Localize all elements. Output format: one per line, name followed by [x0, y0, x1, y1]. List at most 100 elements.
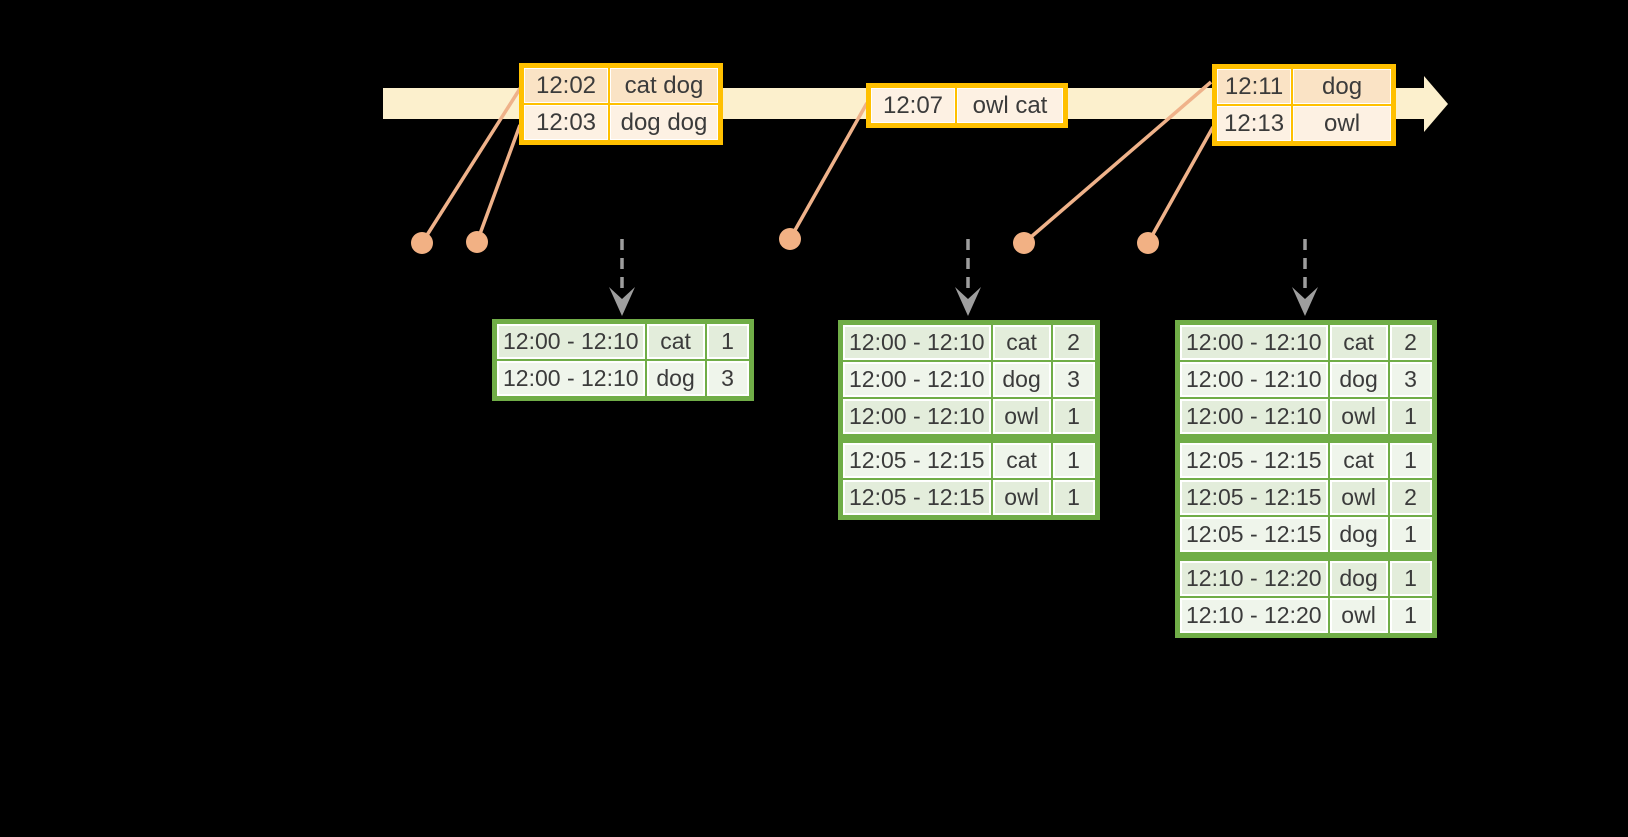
word-cell: dog: [646, 361, 705, 396]
result-table-3: 12:00 - 12:10 cat 2 12:00 - 12:10 dog 3 …: [1175, 320, 1437, 638]
count-cell: 1: [1052, 443, 1095, 478]
event-dot-icon: [411, 232, 433, 254]
result-row: 12:00 - 12:10 dog 3: [843, 362, 1095, 397]
event-link-line: [475, 124, 522, 243]
count-cell: 2: [1052, 325, 1095, 360]
event-time-cell: 12:07: [871, 88, 955, 123]
window-group: 12:10 - 12:20 dog 1 12:10 - 12:20 owl 1: [1178, 559, 1434, 635]
event-table-2: 12:07 owl cat: [866, 83, 1068, 128]
count-cell: 1: [1052, 480, 1095, 515]
window-cell: 12:00 - 12:10: [497, 324, 645, 359]
count-cell: 1: [1389, 598, 1432, 633]
trigger-down-arrow-icon: [1292, 239, 1318, 316]
result-row: 12:00 - 12:10 cat 2: [1180, 325, 1432, 360]
word-cell: cat: [646, 324, 705, 359]
result-table-2: 12:00 - 12:10 cat 2 12:00 - 12:10 dog 3 …: [838, 320, 1100, 520]
count-cell: 1: [1389, 443, 1432, 478]
event-time-cell: 12:02: [524, 68, 608, 103]
result-row: 12:00 - 12:10 dog 3: [1180, 362, 1432, 397]
window-cell: 12:00 - 12:10: [497, 361, 645, 396]
result-row: 12:05 - 12:15 owl 1: [843, 480, 1095, 515]
word-cell: dog: [992, 362, 1051, 397]
result-row: 12:00 - 12:10 dog 3: [497, 361, 749, 396]
event-link-line: [1146, 126, 1215, 244]
result-row: 12:00 - 12:10 owl 1: [843, 399, 1095, 434]
result-row: 12:10 - 12:20 dog 1: [1180, 561, 1432, 596]
window-cell: 12:05 - 12:15: [843, 480, 991, 515]
word-cell: owl: [1329, 480, 1388, 515]
word-cell: dog: [1329, 362, 1388, 397]
event-words-cell: cat dog: [610, 68, 718, 103]
window-group: 12:00 - 12:10 cat 1 12:00 - 12:10 dog 3: [495, 322, 751, 398]
result-row: 12:00 - 12:10 owl 1: [1180, 399, 1432, 434]
trigger-down-arrow-icon: [609, 239, 635, 316]
window-cell: 12:00 - 12:10: [1180, 362, 1328, 397]
window-cell: 12:00 - 12:10: [1180, 399, 1328, 434]
window-cell: 12:05 - 12:15: [1180, 517, 1328, 552]
event-words-cell: owl: [1293, 106, 1392, 141]
window-cell: 12:10 - 12:20: [1180, 561, 1328, 596]
window-cell: 12:05 - 12:15: [843, 443, 991, 478]
result-row: 12:05 - 12:15 owl 2: [1180, 480, 1432, 515]
window-group: 12:05 - 12:15 cat 1 12:05 - 12:15 owl 1: [841, 441, 1097, 517]
result-row: 12:00 - 12:10 cat 1: [497, 324, 749, 359]
trigger-down-arrow-icon: [955, 239, 981, 316]
word-cell: owl: [992, 399, 1051, 434]
timeline-arrowhead-icon: [1424, 76, 1448, 132]
count-cell: 1: [1389, 517, 1432, 552]
event-link-line: [1022, 80, 1213, 245]
word-cell: cat: [992, 325, 1051, 360]
result-row: 12:05 - 12:15 dog 1: [1180, 517, 1432, 552]
count-cell: 2: [1389, 480, 1432, 515]
window-cell: 12:05 - 12:15: [1180, 443, 1328, 478]
event-table-3: 12:11 dog 12:13 owl: [1212, 64, 1397, 146]
window-group: 12:00 - 12:10 cat 2 12:00 - 12:10 dog 3 …: [1178, 323, 1434, 436]
event-row: 12:13 owl: [1217, 106, 1392, 141]
result-row: 12:05 - 12:15 cat 1: [843, 443, 1095, 478]
word-cell: cat: [1329, 443, 1388, 478]
word-cell: owl: [1329, 598, 1388, 633]
window-cell: 12:00 - 12:10: [843, 325, 991, 360]
count-cell: 2: [1389, 325, 1432, 360]
event-time-cell: 12:03: [524, 105, 608, 140]
count-cell: 3: [706, 361, 749, 396]
word-cell: cat: [1329, 325, 1388, 360]
window-group: 12:00 - 12:10 cat 2 12:00 - 12:10 dog 3 …: [841, 323, 1097, 436]
event-link-line: [420, 86, 523, 244]
event-table-1: 12:02 cat dog 12:03 dog dog: [519, 63, 723, 145]
window-cell: 12:00 - 12:10: [843, 399, 991, 434]
event-words-cell: owl cat: [957, 88, 1063, 123]
result-table-1: 12:00 - 12:10 cat 1 12:00 - 12:10 dog 3: [492, 319, 754, 401]
event-dot-icon: [466, 231, 488, 253]
count-cell: 3: [1389, 362, 1432, 397]
word-cell: dog: [1329, 561, 1388, 596]
count-cell: 1: [1389, 399, 1432, 434]
window-cell: 12:00 - 12:10: [1180, 325, 1328, 360]
window-group: 12:05 - 12:15 cat 1 12:05 - 12:15 owl 2 …: [1178, 441, 1434, 554]
result-row: 12:10 - 12:20 owl 1: [1180, 598, 1432, 633]
count-cell: 1: [1389, 561, 1432, 596]
result-row: 12:05 - 12:15 cat 1: [1180, 443, 1432, 478]
event-time-cell: 12:13: [1217, 106, 1292, 141]
event-row: 12:11 dog: [1217, 69, 1392, 104]
event-dot-icon: [779, 228, 801, 250]
event-dot-icon: [1137, 232, 1159, 254]
word-cell: owl: [992, 480, 1051, 515]
event-words-cell: dog dog: [610, 105, 718, 140]
word-cell: dog: [1329, 517, 1388, 552]
count-cell: 1: [1052, 399, 1095, 434]
event-dot-icon: [1013, 232, 1035, 254]
event-time-cell: 12:11: [1217, 69, 1292, 104]
word-cell: owl: [1329, 399, 1388, 434]
window-cell: 12:00 - 12:10: [843, 362, 991, 397]
word-cell: cat: [992, 443, 1051, 478]
result-row: 12:00 - 12:10 cat 2: [843, 325, 1095, 360]
count-cell: 3: [1052, 362, 1095, 397]
event-row: 12:03 dog dog: [524, 105, 718, 140]
window-cell: 12:05 - 12:15: [1180, 480, 1328, 515]
event-row: 12:02 cat dog: [524, 68, 718, 103]
event-link-line: [788, 102, 869, 240]
event-words-cell: dog: [1293, 69, 1392, 104]
window-cell: 12:10 - 12:20: [1180, 598, 1328, 633]
